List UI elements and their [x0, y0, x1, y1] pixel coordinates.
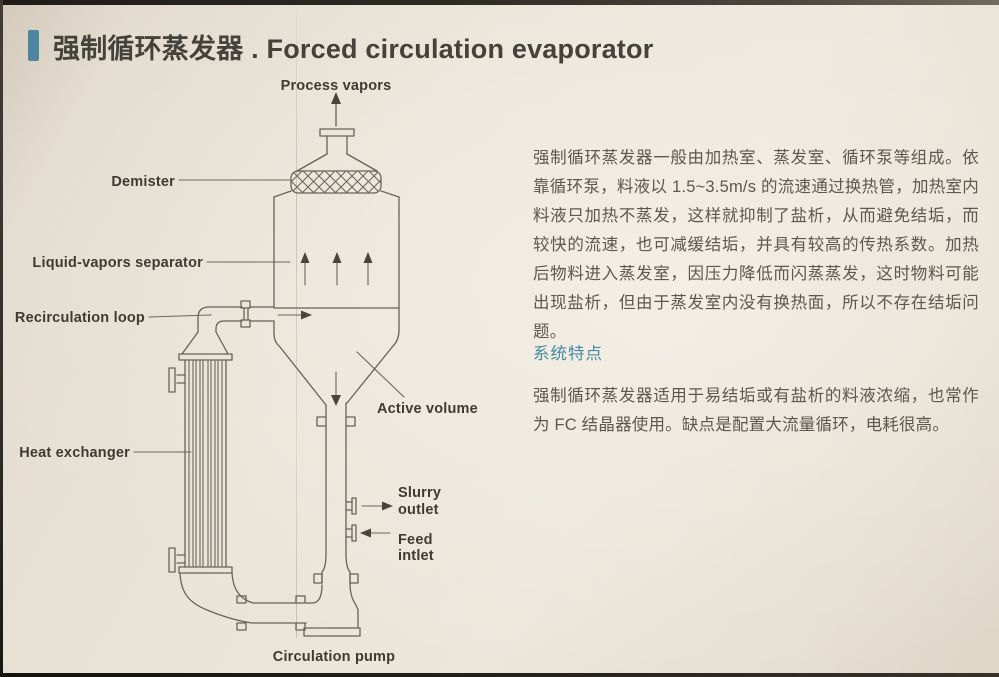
elbow-flange-tab — [313, 573, 323, 584]
scan-edge-left — [0, 0, 3, 677]
process-vapors-arrow — [331, 92, 341, 127]
hx-tubes — [188, 360, 223, 567]
diagram-labels: Process vapors Demister Liquid-vapors se… — [15, 78, 478, 665]
hx-bottom-nozzle — [168, 547, 186, 573]
title-bullet-icon — [28, 30, 39, 61]
active-volume-leader — [356, 351, 405, 398]
hx-top-flange — [178, 353, 233, 361]
hx-top-funnel — [181, 331, 229, 355]
elbow-flange-tab — [349, 573, 359, 584]
pump-base — [303, 627, 361, 637]
pump-casing — [349, 582, 359, 629]
heat-exchanger — [168, 331, 233, 574]
features-paragraph: 强制循环蒸发器适用于易结垢或有盐析的料液浓缩，也常作为 FC 结晶器使用。缺点是… — [533, 387, 979, 434]
section-heading: 系统特点 — [533, 345, 603, 363]
recirculation-leader — [148, 314, 212, 318]
downcomer-pipe — [313, 416, 359, 584]
feed-inlet-arrow — [360, 528, 391, 538]
label-feed-inlet-line2: intlet — [398, 548, 434, 564]
recirculation-pipe — [197, 300, 275, 333]
label-liquid-vapors-separator: Liquid-vapors separator — [32, 255, 203, 271]
circulation-pump — [303, 582, 361, 637]
label-active-volume: Active volume — [377, 401, 478, 417]
label-slurry-outlet-line2: outlet — [398, 502, 439, 518]
vessel-up-arrows — [300, 252, 373, 286]
paper-crease — [296, 8, 297, 638]
pipe-flange-tab — [236, 622, 247, 631]
cone-down-arrow — [331, 371, 341, 406]
suction-piping — [179, 572, 323, 631]
label-slurry-outlet-line1: Slurry — [398, 485, 441, 501]
pipe-flange-tab — [236, 595, 247, 604]
label-process-vapors: Process vapors — [281, 78, 392, 94]
page-header: 强制循环蒸发器 . Forced circulation evaporator — [28, 27, 653, 66]
downcomer-flange-tab — [316, 416, 327, 427]
label-demister: Demister — [111, 174, 175, 190]
pipe-flange-tab — [240, 300, 251, 309]
hx-bottom-flange — [178, 566, 233, 574]
slurry-outlet-nozzle — [345, 497, 357, 515]
label-feed-inlet-line1: Feed — [398, 532, 433, 548]
pipe-flange-tab — [295, 595, 306, 604]
slurry-outlet-arrow — [361, 501, 393, 511]
separator-vessel — [273, 190, 400, 418]
feed-inlet-nozzle — [345, 524, 357, 542]
scan-edge-bottom — [0, 673, 999, 677]
intro-paragraph: 强制循环蒸发器一般由加热室、蒸发室、循环泵等组成。依靠循环泵，料液以 1.5~3… — [533, 149, 979, 341]
pipe-flange-tab — [295, 622, 306, 631]
hx-shell — [184, 359, 227, 568]
label-heat-exchanger: Heat exchanger — [19, 445, 130, 461]
label-circulation-pump: Circulation pump — [273, 649, 395, 665]
downcomer-flange-tab — [345, 416, 356, 427]
label-recirculation-loop: Recirculation loop — [15, 310, 145, 326]
leader-lines — [133, 179, 405, 453]
demister-pad — [290, 170, 382, 194]
flow-arrow-into-vessel — [277, 310, 312, 320]
scan-edge-top — [0, 0, 999, 5]
vapor-outlet-nozzle — [296, 128, 378, 172]
hx-top-nozzle — [168, 367, 186, 393]
page-title: 强制循环蒸发器 . Forced circulation evaporator — [53, 34, 654, 64]
pipe-flange-tab — [240, 319, 251, 328]
